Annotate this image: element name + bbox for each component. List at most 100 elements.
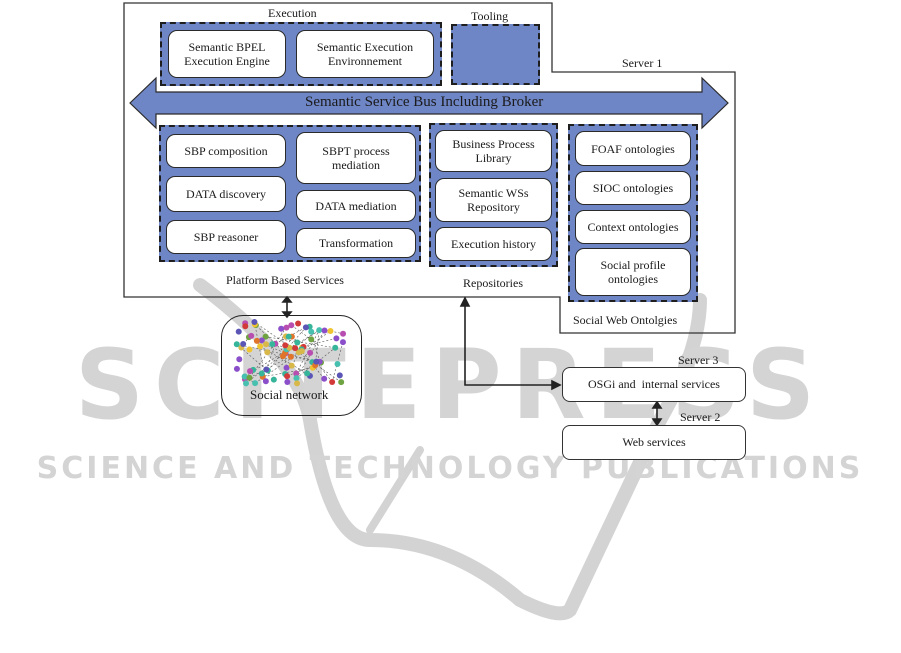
social-network-connector: [281, 295, 293, 319]
context-ontologies[interactable]: Context ontologies: [575, 210, 691, 244]
server1-outline: [123, 2, 736, 334]
sbp-composition[interactable]: SBP composition: [166, 134, 286, 168]
social-node: [332, 344, 339, 351]
service-bus-arrow: [129, 76, 729, 130]
data-discovery[interactable]: DATA discovery: [166, 176, 286, 212]
social-web-ontologies-title: Social Web Ontolgies: [573, 313, 678, 327]
social-node: [233, 365, 240, 372]
social-node: [288, 322, 295, 329]
social-link: [291, 324, 312, 340]
repositories-osgi-connector: [459, 296, 562, 391]
social-link: [249, 351, 299, 379]
social-node: [258, 370, 265, 377]
social-node: [321, 327, 328, 334]
social-node: [262, 333, 269, 340]
social-node: [293, 375, 300, 382]
social-profile-ontologies[interactable]: Social profile ontologies: [575, 248, 691, 296]
social-node: [308, 328, 315, 335]
social-node: [329, 379, 336, 386]
social-network-graph: [233, 319, 347, 387]
social-node: [321, 375, 328, 382]
semantic-execution-environment[interactable]: Semantic Execution Environnement: [296, 30, 434, 78]
social-network-box[interactable]: [221, 315, 362, 416]
execution-group: Semantic BPEL Execution Engine Semantic …: [160, 22, 442, 86]
tooling-title: Tooling: [471, 9, 509, 23]
server3-label: Server 3: [678, 353, 719, 367]
social-node: [236, 356, 243, 363]
social-node: [242, 323, 249, 330]
social-node: [269, 341, 276, 348]
social-node: [283, 324, 290, 331]
sbpt-process-mediation[interactable]: SBPT process mediation: [296, 132, 416, 184]
social-node: [327, 328, 334, 335]
social-node: [248, 332, 255, 339]
social-node: [316, 327, 323, 334]
social-link: [291, 349, 302, 366]
social-node: [247, 368, 254, 375]
server3-server2-connector: [651, 400, 663, 427]
social-link: [285, 329, 320, 354]
repositories-group: Business Process Library Semantic WSs Re…: [429, 123, 558, 267]
social-node: [302, 324, 309, 331]
social-node: [298, 348, 305, 355]
social-node: [287, 353, 294, 360]
social-link: [316, 361, 333, 383]
social-link: [295, 338, 337, 349]
service-bus-label: Semantic Service Bus Including Broker: [305, 94, 544, 110]
server1-label: Server 1: [622, 56, 663, 70]
social-node: [339, 339, 346, 346]
social-node: [262, 378, 269, 385]
social-link: [296, 330, 325, 379]
social-node: [240, 341, 247, 348]
social-node: [294, 380, 301, 387]
social-node: [334, 361, 341, 368]
social-node: [307, 349, 314, 356]
social-node: [338, 379, 345, 386]
web-services[interactable]: Web services: [562, 425, 746, 460]
social-node: [295, 320, 302, 327]
social-link: [244, 329, 320, 377]
business-process-library[interactable]: Business Process Library: [435, 130, 552, 172]
social-node: [285, 333, 292, 340]
platform-services-title: Platform Based Services: [226, 273, 344, 287]
social-node: [333, 335, 340, 342]
data-mediation[interactable]: DATA mediation: [296, 190, 416, 222]
social-network-label: Social network: [250, 387, 329, 402]
foaf-ontologies[interactable]: FOAF ontologies: [575, 131, 691, 166]
platform-services-group: SBP composition DATA discovery SBP reaso…: [159, 125, 421, 262]
osgi-internal-services[interactable]: OSGi and internal services: [562, 367, 746, 402]
social-node: [336, 372, 343, 379]
social-node: [253, 337, 260, 344]
sioc-ontologies[interactable]: SIOC ontologies: [575, 171, 691, 205]
social-node: [246, 346, 253, 353]
social-web-ontologies-group: FOAF ontologies SIOC ontologies Context …: [568, 124, 698, 302]
social-node: [241, 373, 248, 380]
watermark-logo: [193, 278, 707, 621]
social-node: [252, 380, 259, 387]
social-node: [246, 374, 253, 381]
social-node: [264, 349, 271, 356]
social-node: [308, 336, 315, 343]
tooling-group[interactable]: [451, 24, 540, 85]
social-node: [313, 358, 320, 365]
social-node: [263, 341, 270, 348]
social-node: [282, 342, 289, 349]
server2-label: Server 2: [680, 410, 721, 424]
social-link: [265, 343, 276, 370]
social-link: [254, 324, 276, 344]
social-node: [243, 380, 250, 387]
sbp-reasoner[interactable]: SBP reasoner: [166, 220, 286, 254]
transformation[interactable]: Transformation: [296, 228, 416, 258]
social-node: [251, 319, 258, 326]
social-node: [304, 370, 311, 377]
social-node: [278, 325, 285, 332]
social-node: [293, 370, 300, 377]
repositories-title: Repositories: [463, 276, 523, 290]
semantic-bpel-engine[interactable]: Semantic BPEL Execution Engine: [168, 30, 286, 78]
social-node: [263, 366, 270, 373]
social-node: [284, 373, 291, 380]
semantic-ws-repository[interactable]: Semantic WSs Repository: [435, 178, 552, 222]
execution-title: Execution: [268, 6, 317, 20]
execution-history[interactable]: Execution history: [435, 227, 552, 261]
social-node: [270, 376, 277, 383]
